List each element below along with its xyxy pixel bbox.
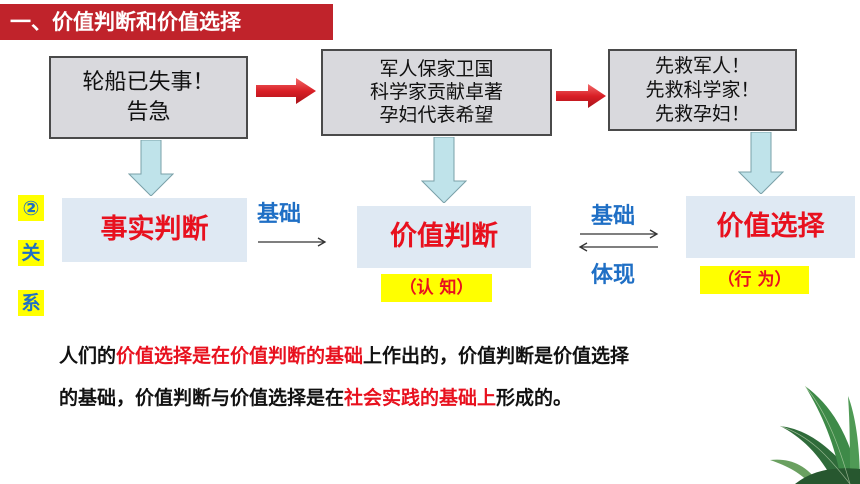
down-arrow-2 [421,137,467,203]
relation-side-char: 关 [18,240,44,266]
sub-label-cognition: （认 知） [381,274,492,302]
summary-line-2: 的基础，价值判断与价值选择是在社会实践的基础上形成的。 [59,385,829,411]
scenario-box-values: 军人保家卫国 科学家贡献卓著 孕妇代表希望 [321,49,552,136]
scenario-box-shipwreck: 轮船已失事！ 告急 [49,56,248,139]
relation-number-label: ② [18,195,44,221]
scenario-line: 科学家贡献卓著 [369,81,503,103]
relation-side-char: 系 [18,290,44,316]
scenario-line: 轮船已失事！ [82,69,215,95]
scenario-line: 孕妇代表希望 [379,104,494,126]
down-arrow-3 [738,132,784,194]
red-arrow-right-1 [256,78,316,104]
relation-basis-left: 基础 [257,202,302,227]
summary-text: 形成的。 [496,387,573,409]
summary-highlight: 价值选择是在价值判断的基础 [116,345,364,367]
scenario-line: 先救科学家！ [645,79,760,101]
summary-text: 的基础，价值判断与价值选择是在 [59,387,345,409]
concept-value-choice: 价值选择 [686,196,855,258]
down-arrow-1 [128,140,174,196]
scenario-line: 先救军人！ [654,55,750,77]
scenario-box-choices: 先救军人！ 先救科学家！ 先救孕妇！ [608,49,797,131]
relation-basis-right: 基础 [591,204,636,229]
red-arrow-right-2 [556,84,606,108]
section-title: 一、价值判断和价值选择 [0,4,333,40]
relation-embody: 体现 [591,263,636,288]
double-arrow [578,229,659,252]
concept-value-judgment: 价值判断 [357,206,531,268]
summary-text: 上作出的，价值判断是价值选择 [363,345,630,367]
summary-line-1: 人们的价值选择是在价值判断的基础上作出的，价值判断是价值选择 [59,343,829,369]
sub-label-behavior: （行 为） [700,266,809,294]
scenario-line: 军人保家卫国 [379,58,494,80]
summary-highlight: 社会实践的基础上 [344,387,497,409]
scenario-line: 先救孕妇！ [654,103,750,125]
concept-fact-judgment: 事实判断 [62,198,247,262]
thin-arrow-right [258,237,327,247]
summary-text: 人们的 [59,345,117,367]
scenario-line: 告急 [126,99,171,125]
decorative-leaf-icon [770,385,860,484]
